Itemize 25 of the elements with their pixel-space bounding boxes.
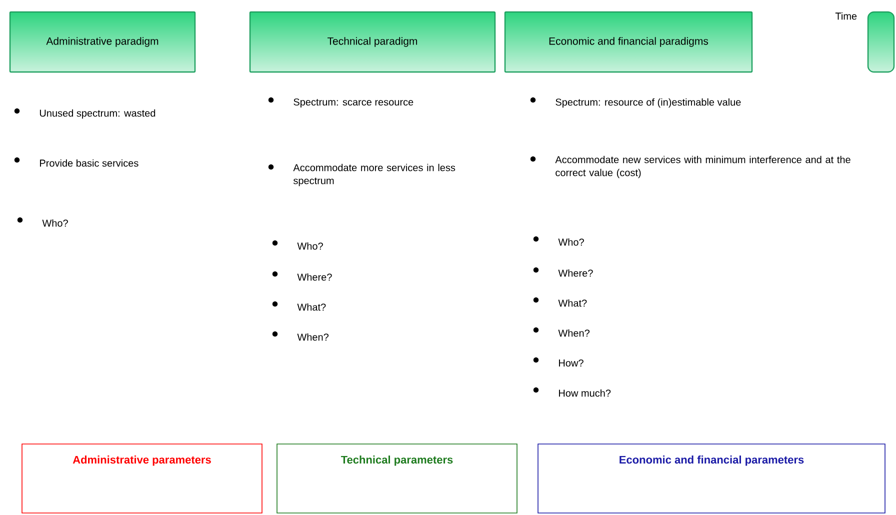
bullet-item: Accommodate new services with minimum interference and at the correct value (cost) bbox=[530, 156, 850, 178]
bullet-item: Spectrum: resource of (in)estimable value bbox=[530, 97, 741, 108]
bullet-item: When? bbox=[533, 327, 590, 337]
bullet-item: Provide basic services bbox=[14, 157, 138, 167]
bullet-item: When? bbox=[272, 331, 329, 341]
time-label: Time bbox=[835, 12, 857, 20]
bullet-item: Who? bbox=[272, 240, 323, 250]
paradigm-tab bbox=[867, 11, 895, 73]
bullet-item: Who? bbox=[533, 236, 584, 246]
parameter-box: Economic and financial parameters bbox=[538, 444, 886, 514]
paradigm-box: Economic and financial paradigms bbox=[504, 11, 753, 73]
bullet-item: Accommodate more services in less spectrum bbox=[268, 164, 456, 186]
paradigm-box: Administrative paradigm bbox=[9, 11, 196, 73]
bullet-item: How much? bbox=[533, 387, 611, 397]
bullet-item: What? bbox=[533, 297, 587, 307]
bullet-item: Where? bbox=[533, 267, 593, 277]
parameter-box: Technical parameters bbox=[276, 444, 518, 514]
bullet-item: Who? bbox=[17, 217, 68, 227]
bullet-item: Unused spectrum: wasted bbox=[14, 108, 156, 119]
bullet-item: How? bbox=[533, 357, 584, 367]
bullet-item: What? bbox=[272, 301, 326, 311]
parameter-box: Administrative parameters bbox=[22, 444, 262, 514]
paradigm-box: Technical paradigm bbox=[249, 11, 496, 73]
bullet-item: Where? bbox=[272, 271, 332, 281]
bullet-item: Spectrum: scarce resource bbox=[268, 97, 414, 108]
